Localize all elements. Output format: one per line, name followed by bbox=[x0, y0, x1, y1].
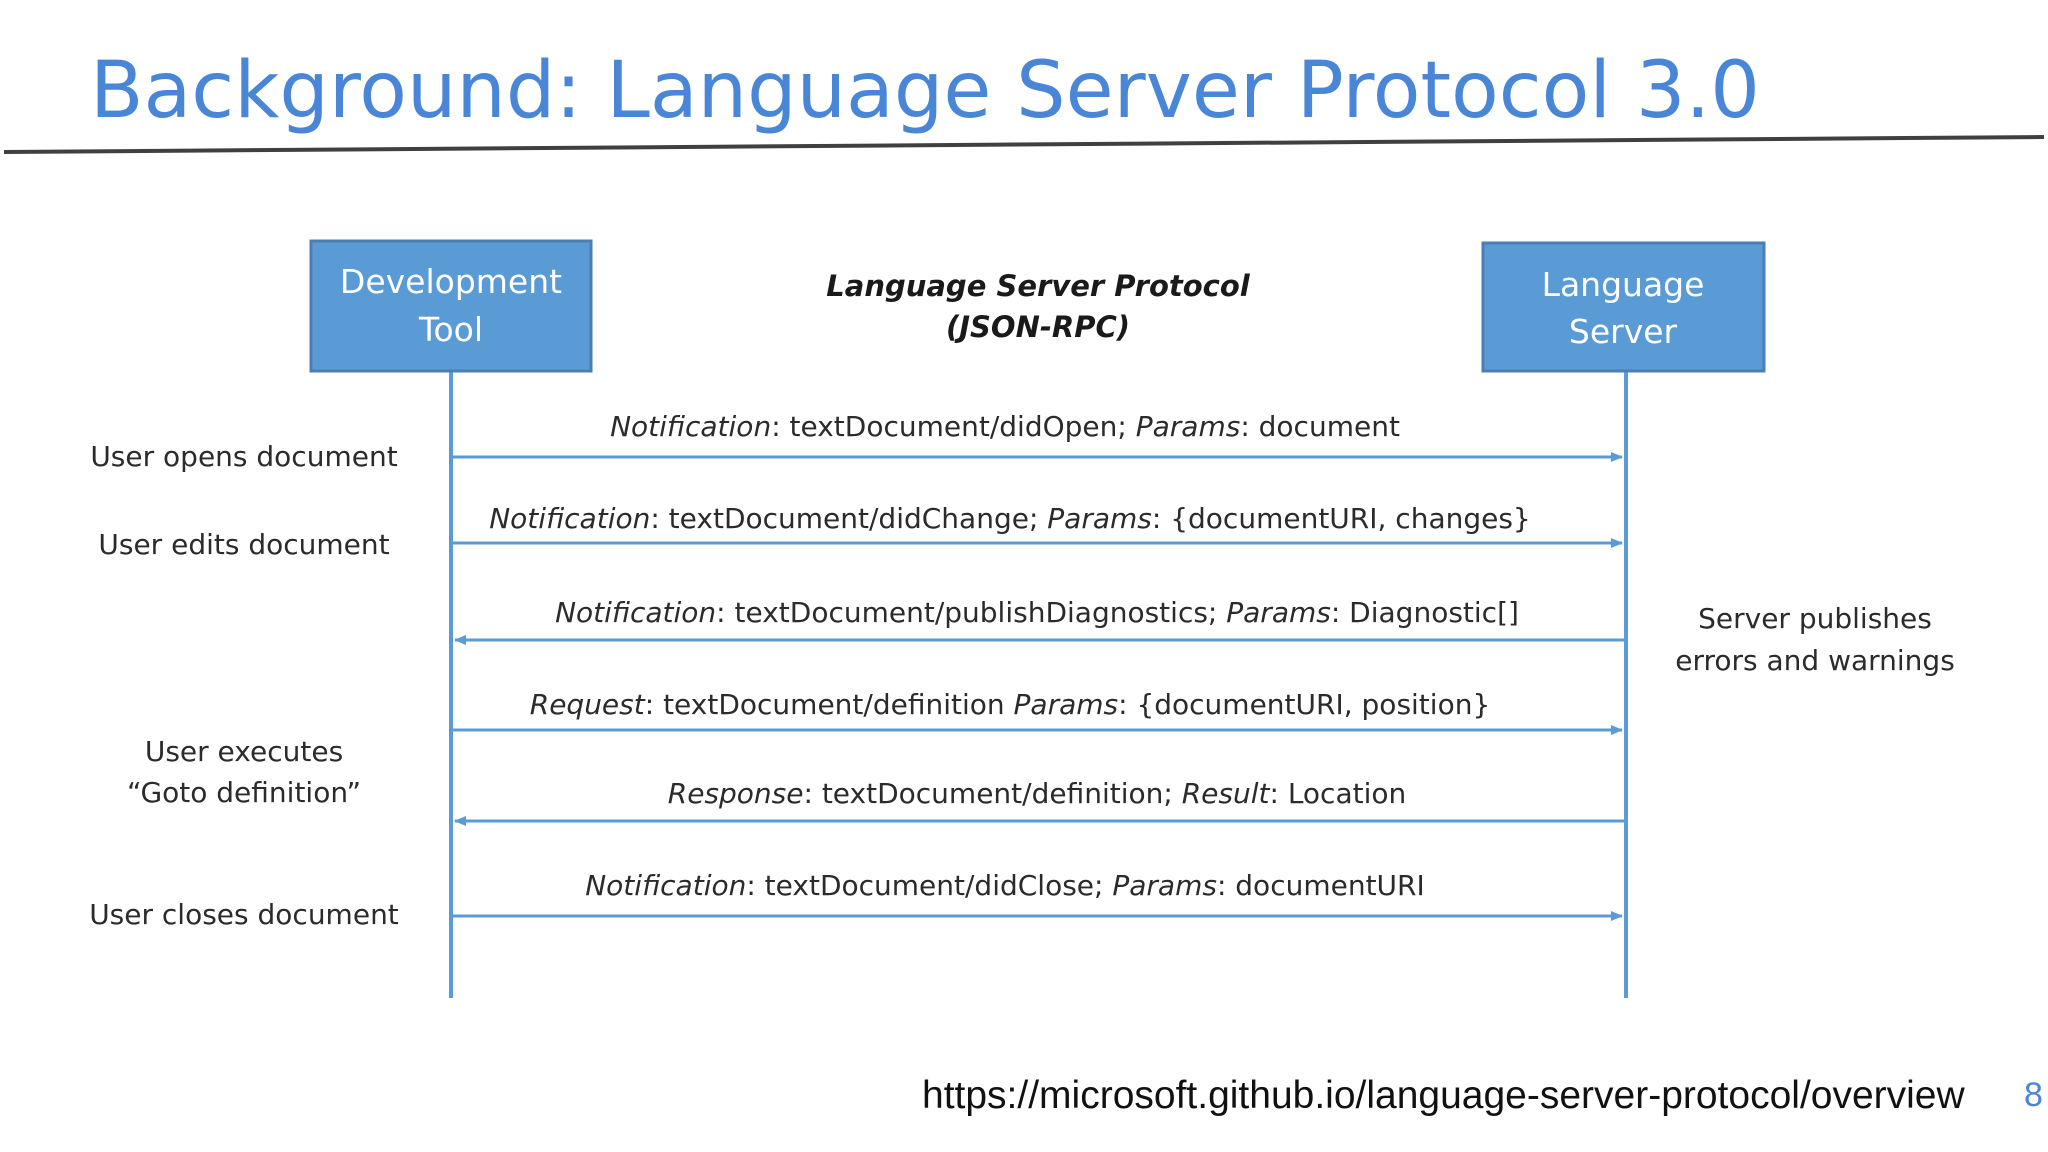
message-label-did-open: Notification: textDocument/didOpen; Para… bbox=[610, 410, 1400, 443]
slide-title: Background: Language Server Protocol 3.0 bbox=[90, 46, 1760, 136]
language-server-box: Language Server bbox=[1481, 241, 1766, 373]
user-executes-label-line2: “Goto definition” bbox=[127, 776, 361, 809]
title-underline bbox=[3, 135, 2045, 154]
page-number: 8 bbox=[2024, 1076, 2043, 1114]
user-edits-document-label: User edits document bbox=[98, 528, 389, 561]
protocol-label-line1: Language Server Protocol bbox=[826, 269, 1251, 303]
message-label-definition-request: Request: textDocument/definition Params:… bbox=[530, 688, 1491, 721]
user-executes-label-line1: User executes bbox=[145, 735, 343, 768]
server-publishes-label-line1: Server publishes bbox=[1698, 602, 1932, 635]
development-tool-box: Development Tool bbox=[309, 239, 593, 373]
user-opens-document-label: User opens document bbox=[90, 440, 397, 473]
source-link[interactable]: https://microsoft.github.io/language-ser… bbox=[922, 1074, 1965, 1117]
message-label-definition-response: Response: textDocument/definition; Resul… bbox=[668, 777, 1407, 810]
message-label-did-change: Notification: textDocument/didChange; Pa… bbox=[489, 502, 1531, 535]
language-server-label-line1: Language bbox=[1542, 265, 1705, 304]
server-publishes-label-line2: errors and warnings bbox=[1675, 644, 1955, 677]
message-label-publish-diagnostics: Notification: textDocument/publishDiagno… bbox=[555, 596, 1519, 629]
development-tool-label-line2: Tool bbox=[418, 310, 483, 349]
user-closes-document-label: User closes document bbox=[89, 898, 399, 931]
development-tool-label-line1: Development bbox=[340, 262, 562, 301]
language-server-label-line2: Server bbox=[1569, 312, 1678, 351]
protocol-label-line2: (JSON-RPC) bbox=[946, 310, 1130, 344]
message-label-did-close: Notification: textDocument/didClose; Par… bbox=[585, 869, 1425, 902]
